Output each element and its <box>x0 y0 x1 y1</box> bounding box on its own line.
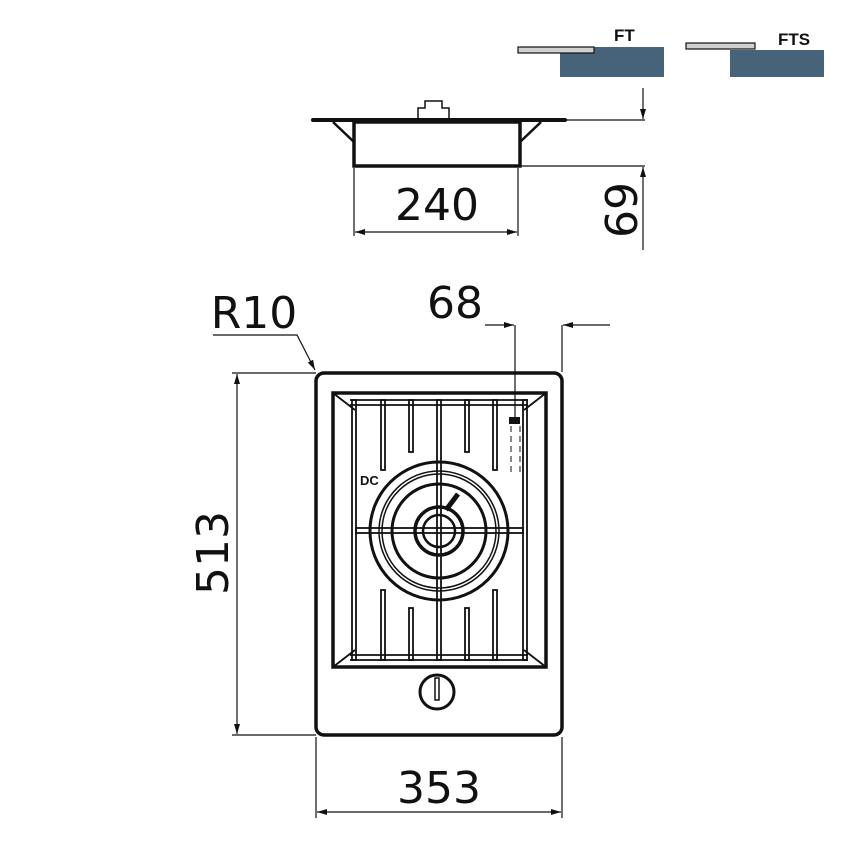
height-dimension: 513 <box>188 511 239 595</box>
ft-mounting-legend: FT <box>517 26 664 77</box>
hob-outline <box>314 371 564 737</box>
fts-label: FTS <box>778 30 810 49</box>
knob-profile <box>417 100 450 120</box>
pan-support-frame <box>331 391 548 669</box>
pan-support-grate <box>332 392 547 668</box>
side-depth-dimension: 69 <box>597 182 648 238</box>
ft-label: FT <box>614 26 635 45</box>
corner-radius-dimension: R10 <box>211 288 298 339</box>
side-width-dimension: 240 <box>395 180 479 231</box>
fts-trim <box>685 42 756 50</box>
offset-dimension: 68 <box>427 278 483 329</box>
fts-mounting-legend: FTS <box>685 30 824 77</box>
ignition-marker <box>509 417 521 475</box>
control-knob <box>418 673 456 711</box>
width-dimension: 353 <box>397 763 481 814</box>
burner <box>368 460 510 602</box>
top-view <box>213 322 610 818</box>
body-box <box>352 120 522 168</box>
ft-trim <box>517 46 595 54</box>
side-view <box>311 88 646 250</box>
burner-type-label: DC <box>360 473 379 488</box>
fts-countertop <box>730 50 824 77</box>
